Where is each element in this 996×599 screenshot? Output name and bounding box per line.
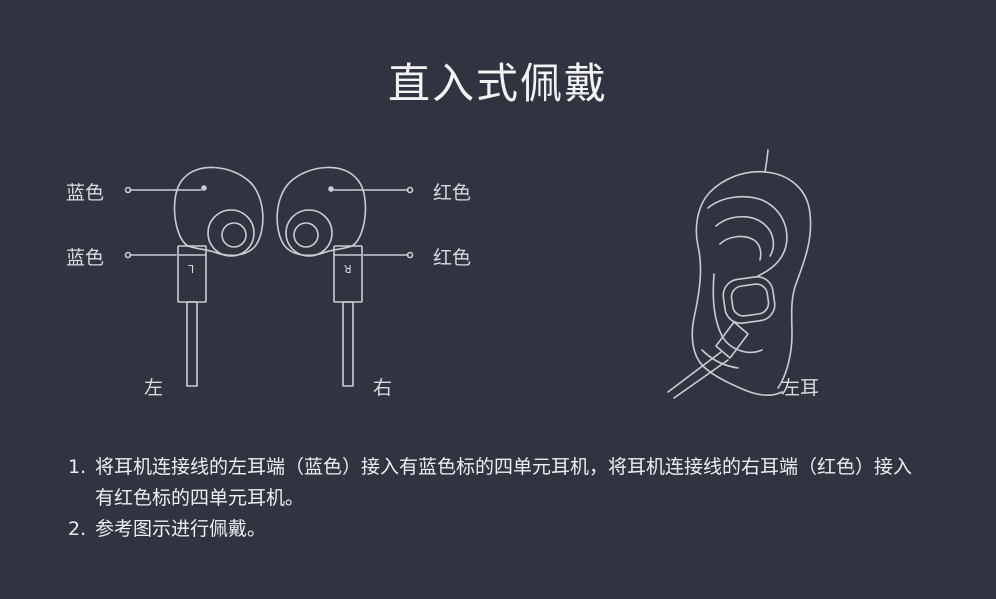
- ear-inner-fold-a: [707, 195, 788, 277]
- step-number: 1.: [68, 456, 87, 478]
- ear-inner-fold-b: [715, 215, 775, 257]
- left-color-dot: [201, 185, 207, 191]
- left-bottom-color-label: 蓝色: [66, 247, 105, 269]
- right-earbud: [276, 166, 367, 387]
- instruction-step: 1. 将耳机连接线的左耳端（蓝色）接入有蓝色标的四单元耳机，将耳机连接线的右耳端…: [68, 452, 928, 514]
- left-side-label: 左: [144, 377, 164, 399]
- ear-earbud-face: [730, 283, 770, 317]
- left-earbud-tip-inner: [221, 222, 247, 248]
- right-side-label: 右: [373, 377, 393, 399]
- right-earbud-tip-inner: [293, 222, 319, 248]
- ear-earbud-body: [722, 276, 776, 324]
- ear-drawing: [667, 149, 812, 399]
- step-text: 将耳机连接线的左耳端（蓝色）接入有蓝色标的四单元耳机，将耳机连接线的右耳端（红色…: [95, 456, 913, 509]
- ear-concha: [712, 273, 763, 354]
- ear-outer-contour: [691, 149, 783, 397]
- right-earbud-mark: R: [344, 262, 352, 275]
- right-top-color-label: 红色: [433, 182, 472, 204]
- instruction-step: 2. 参考图示进行佩戴。: [68, 514, 928, 545]
- left-cable: [186, 301, 198, 387]
- left-earbud-shell: [173, 166, 264, 257]
- ear-antihelix: [719, 235, 762, 261]
- ear-lobe: [701, 349, 739, 369]
- left-top-color-label: 蓝色: [66, 182, 105, 204]
- ear-cable: [667, 351, 729, 399]
- left-earbud: [173, 166, 264, 387]
- right-earbud-shell: [276, 166, 367, 257]
- page-title: 直入式佩戴: [387, 59, 608, 108]
- left-earbud-tip-outer: [207, 209, 255, 257]
- step-text: 参考图示进行佩戴。: [95, 518, 267, 540]
- right-color-dot: [328, 186, 334, 192]
- right-cable: [342, 301, 354, 387]
- left-earbud-mark: L: [188, 262, 195, 275]
- ear-helix-rim: [764, 171, 812, 389]
- step-number: 2.: [68, 518, 87, 540]
- ear-side-label: 左耳: [781, 377, 820, 399]
- leader-lines: [124, 186, 414, 259]
- instructions-list: 1. 将耳机连接线的左耳端（蓝色）接入有蓝色标的四单元耳机，将耳机连接线的右耳端…: [68, 452, 928, 545]
- right-earbud-tip-outer: [285, 209, 333, 257]
- right-bottom-color-label: 红色: [433, 247, 472, 269]
- ear-earbud-stem: [715, 321, 749, 359]
